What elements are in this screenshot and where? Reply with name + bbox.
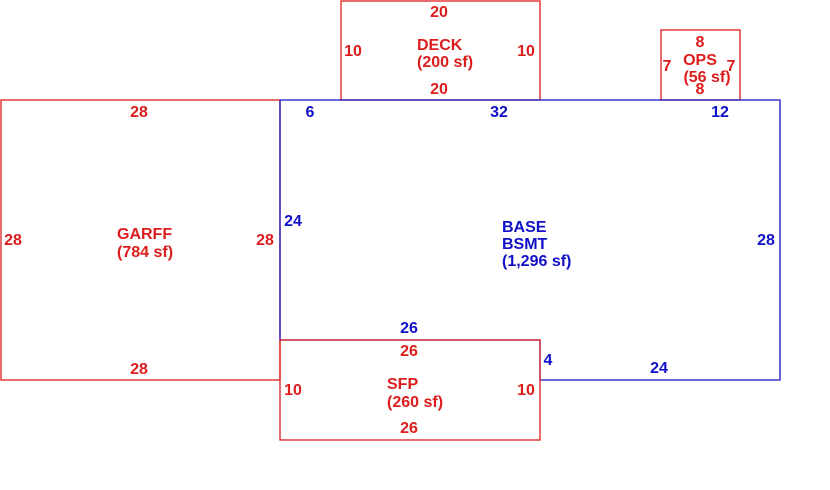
garff-dim-left: 28 [4,232,22,249]
sfp-outline [279,339,541,441]
ops-dim-right: 7 [727,58,736,75]
sfp-dim-right: 10 [517,382,535,399]
deck-dim-left: 10 [344,43,362,60]
garff-name-label: GARFF [117,226,172,243]
base-dim-step: 4 [544,352,553,369]
sfp-name-label: SFP [387,376,418,393]
garff-area[interactable]: GARFF (784 sf) 28 28 28 28 [0,99,281,381]
base-dim-bottom-right: 24 [650,360,668,377]
ops-dim-top: 8 [696,34,705,51]
base-dim-right: 28 [757,232,775,249]
base-dim-top-right: 12 [711,104,729,121]
sfp-dim-bottom: 26 [400,420,418,437]
sfp-area[interactable]: SFP (260 sf) 26 26 10 10 [279,339,541,441]
deck-area[interactable]: DECK (200 sf) 20 20 10 10 [340,0,541,101]
ops-area-label: (56 sf) [683,69,730,86]
deck-dim-right: 10 [517,43,535,60]
base-dim-top-left: 6 [306,104,315,121]
base-name-label-2: BSMT [502,236,548,253]
base-bsmt-area[interactable]: BASE BSMT (1,296 sf) 6 32 12 24 28 26 4 … [279,99,781,381]
base-dim-left: 24 [284,213,302,230]
ops-name-label: OPS [683,52,717,69]
deck-area-label: (200 sf) [417,54,473,71]
base-area-label: (1,296 sf) [502,253,571,270]
ops-dim-left: 7 [663,58,672,75]
deck-dim-bottom: 20 [430,81,448,98]
garff-dim-right: 28 [256,232,274,249]
base-dim-top-mid: 32 [490,104,508,121]
sfp-dim-top: 26 [400,343,418,360]
deck-name-label: DECK [417,37,463,54]
sfp-area-label: (260 sf) [387,394,443,411]
garff-area-label: (784 sf) [117,244,173,261]
base-dim-bottom-inner: 26 [400,320,418,337]
ops-dim-bottom: 8 [696,81,705,98]
garff-dim-top: 28 [130,104,148,121]
sfp-dim-left: 10 [284,382,302,399]
ops-area[interactable]: OPS (56 sf) 8 8 7 7 [660,29,741,101]
base-name-label-1: BASE [502,219,547,236]
garff-dim-bottom: 28 [130,361,148,378]
deck-dim-top: 20 [430,4,448,21]
